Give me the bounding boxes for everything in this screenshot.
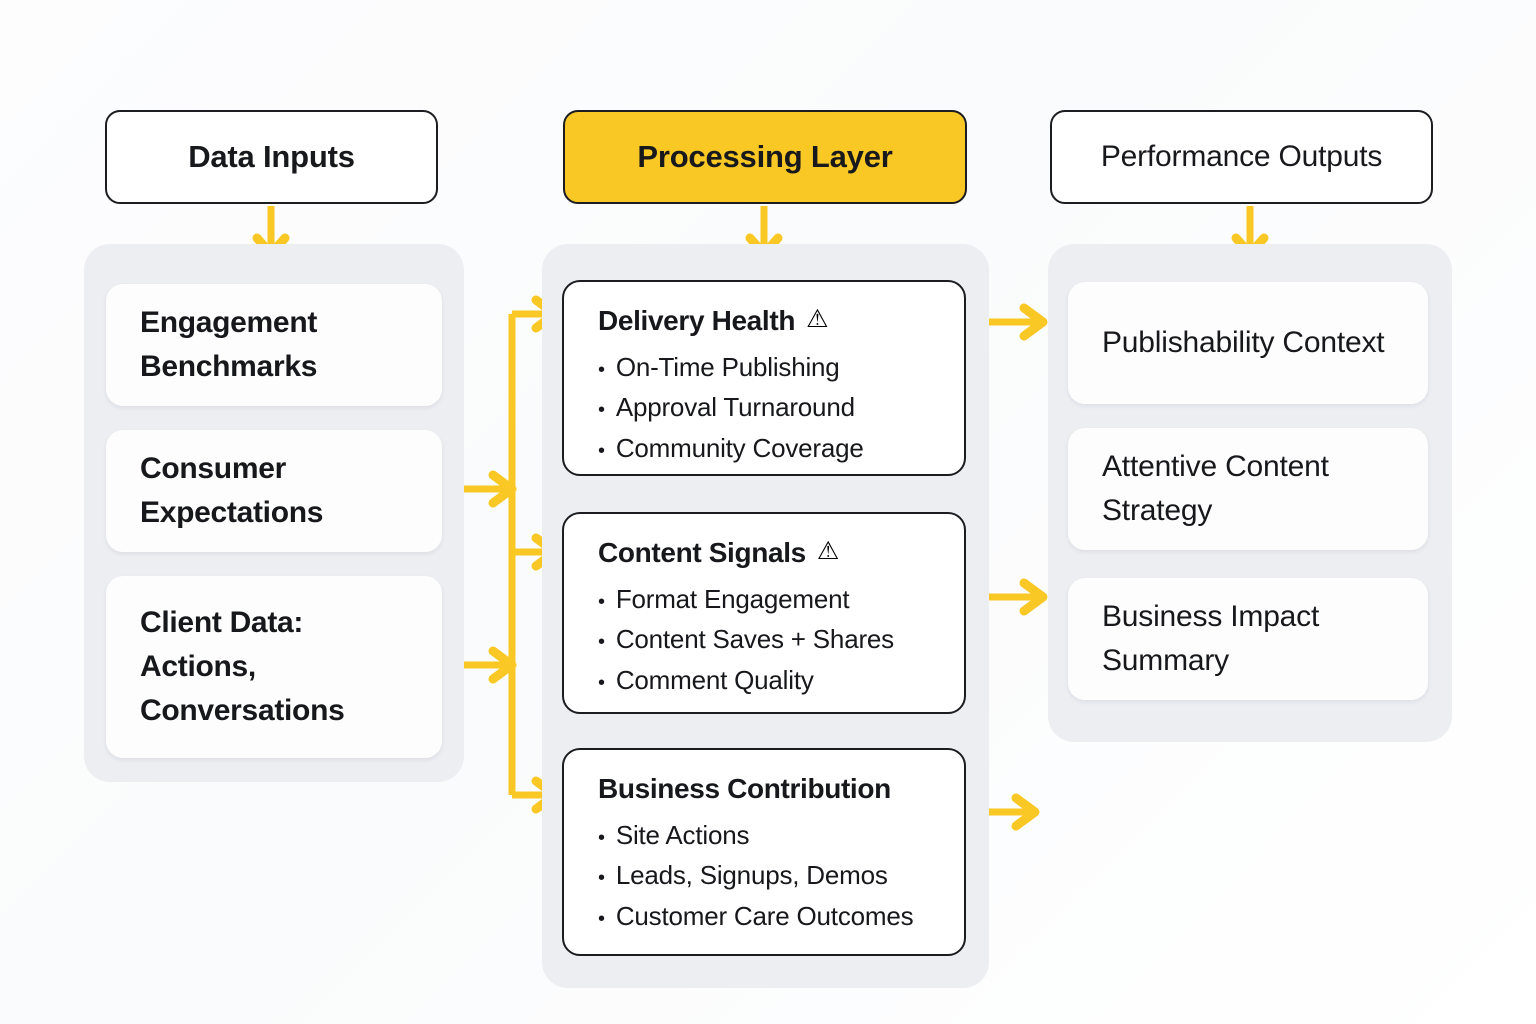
bullet-icon: • <box>598 672 605 695</box>
list-item-label: Format Engagement <box>615 583 850 614</box>
processing-card-list: • Format Engagement • Content Saves + Shar… <box>598 579 934 701</box>
list-item-label: Customer Care Outcomes <box>615 901 914 932</box>
list-item: • Customer Care Outcomes <box>598 896 934 937</box>
bullet-icon: • <box>598 867 605 890</box>
list-item-label: Leads, Signups, Demos <box>615 860 888 891</box>
list-item-label: On-Time Publishing <box>615 351 840 382</box>
input-card-consumer-expectations[interactable]: Consumer Expectations <box>106 430 442 552</box>
column-header-performance-outputs[interactable]: Performance Outputs <box>1050 110 1433 204</box>
warning-icon: ⚠ <box>806 305 829 334</box>
bullet-icon: • <box>598 826 605 849</box>
list-item-label: Comment Quality <box>615 665 814 696</box>
processing-card-title-text: Business Contribution <box>598 773 891 804</box>
list-item-label: Content Saves + Shares <box>615 624 894 655</box>
processing-card-title: Delivery Health ⚠ <box>598 304 934 338</box>
output-card-publishability-context[interactable]: Publishability Context <box>1068 282 1428 404</box>
list-item: • Leads, Signups, Demos <box>598 855 934 896</box>
processing-card-content-signals[interactable]: Content Signals ⚠ • Format Engagement • Co… <box>562 512 966 714</box>
column-header-processing-layer[interactable]: Processing Layer <box>563 110 967 204</box>
list-item: • Community Coverage <box>598 428 934 469</box>
list-item-label: Approval Turnaround <box>615 392 855 423</box>
list-item: • Site Actions <box>598 815 934 856</box>
bullet-icon: • <box>598 631 605 654</box>
input-card-client-data[interactable]: Client Data: Actions, Conversations <box>106 576 442 758</box>
output-card-attentive-content-strategy[interactable]: Attentive Content Strategy <box>1068 428 1428 550</box>
list-item: • Approval Turnaround <box>598 387 934 428</box>
processing-card-list: • On-Time Publishing • Approval Turnaround… <box>598 347 934 469</box>
list-item-label: Community Coverage <box>615 433 864 464</box>
processing-card-list: • Site Actions • Leads, Signups, Demos • Cu… <box>598 815 934 937</box>
input-card-engagement-benchmarks[interactable]: Engagement Benchmarks <box>106 284 442 406</box>
bullet-icon: • <box>598 399 605 422</box>
bullet-icon: • <box>598 440 605 463</box>
processing-card-delivery-health[interactable]: Delivery Health ⚠ • On-Time Publishing • A… <box>562 280 966 476</box>
bullet-icon: • <box>598 908 605 931</box>
column-header-data-inputs[interactable]: Data Inputs <box>105 110 438 204</box>
list-item: • Format Engagement <box>598 579 934 620</box>
list-item: • Comment Quality <box>598 660 934 701</box>
processing-card-title: Business Contribution <box>598 772 934 806</box>
list-item: • Content Saves + Shares <box>598 619 934 660</box>
bullet-icon: • <box>598 590 605 613</box>
processing-card-business-contribution[interactable]: Business Contribution • Site Actions • Lea… <box>562 748 966 956</box>
output-card-business-impact-summary[interactable]: Business Impact Summary <box>1068 578 1428 700</box>
processing-card-title: Content Signals ⚠ <box>598 536 934 570</box>
list-item-label: Site Actions <box>615 819 750 850</box>
processing-card-title-text: Delivery Health <box>598 305 796 336</box>
list-item: • On-Time Publishing <box>598 347 934 388</box>
warning-icon: ⚠ <box>816 537 839 566</box>
bullet-icon: • <box>598 358 605 381</box>
processing-card-title-text: Content Signals <box>598 537 806 568</box>
